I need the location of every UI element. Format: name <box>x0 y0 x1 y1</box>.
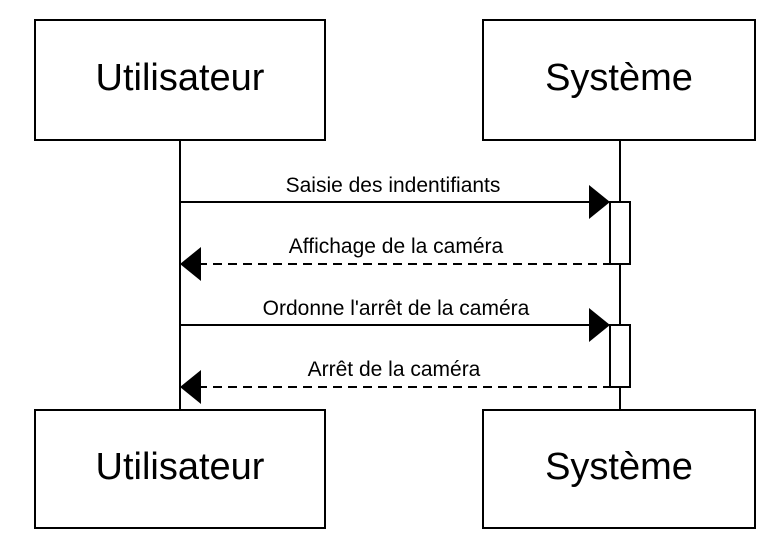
participant-systeme-top: Système <box>482 19 756 141</box>
message-4: Arrêt de la caméra <box>180 358 610 404</box>
arrowhead-right-icon <box>589 185 610 219</box>
participant-utilisateur-bottom: Utilisateur <box>34 409 326 529</box>
participant-label: Système <box>545 446 693 488</box>
message-label: Arrêt de la caméra <box>308 358 481 381</box>
message-label: Saisie des indentifiants <box>286 174 501 197</box>
activation-bar-2 <box>609 324 631 388</box>
arrowhead-left-icon <box>180 247 201 281</box>
participant-label: Système <box>545 57 693 99</box>
activation-bar-1 <box>609 201 631 265</box>
message-3: Ordonne l'arrêt de la caméra <box>180 297 610 342</box>
arrowhead-left-icon <box>180 370 201 404</box>
message-2: Affichage de la caméra <box>180 235 610 281</box>
participant-utilisateur-top: Utilisateur <box>34 19 326 141</box>
arrowhead-right-icon <box>589 308 610 342</box>
message-label: Affichage de la caméra <box>289 235 504 258</box>
participant-label: Utilisateur <box>96 57 265 99</box>
participant-label: Utilisateur <box>96 446 265 488</box>
participant-systeme-bottom: Système <box>482 409 756 529</box>
message-label: Ordonne l'arrêt de la caméra <box>263 297 530 320</box>
message-1: Saisie des indentifiants <box>180 174 610 219</box>
